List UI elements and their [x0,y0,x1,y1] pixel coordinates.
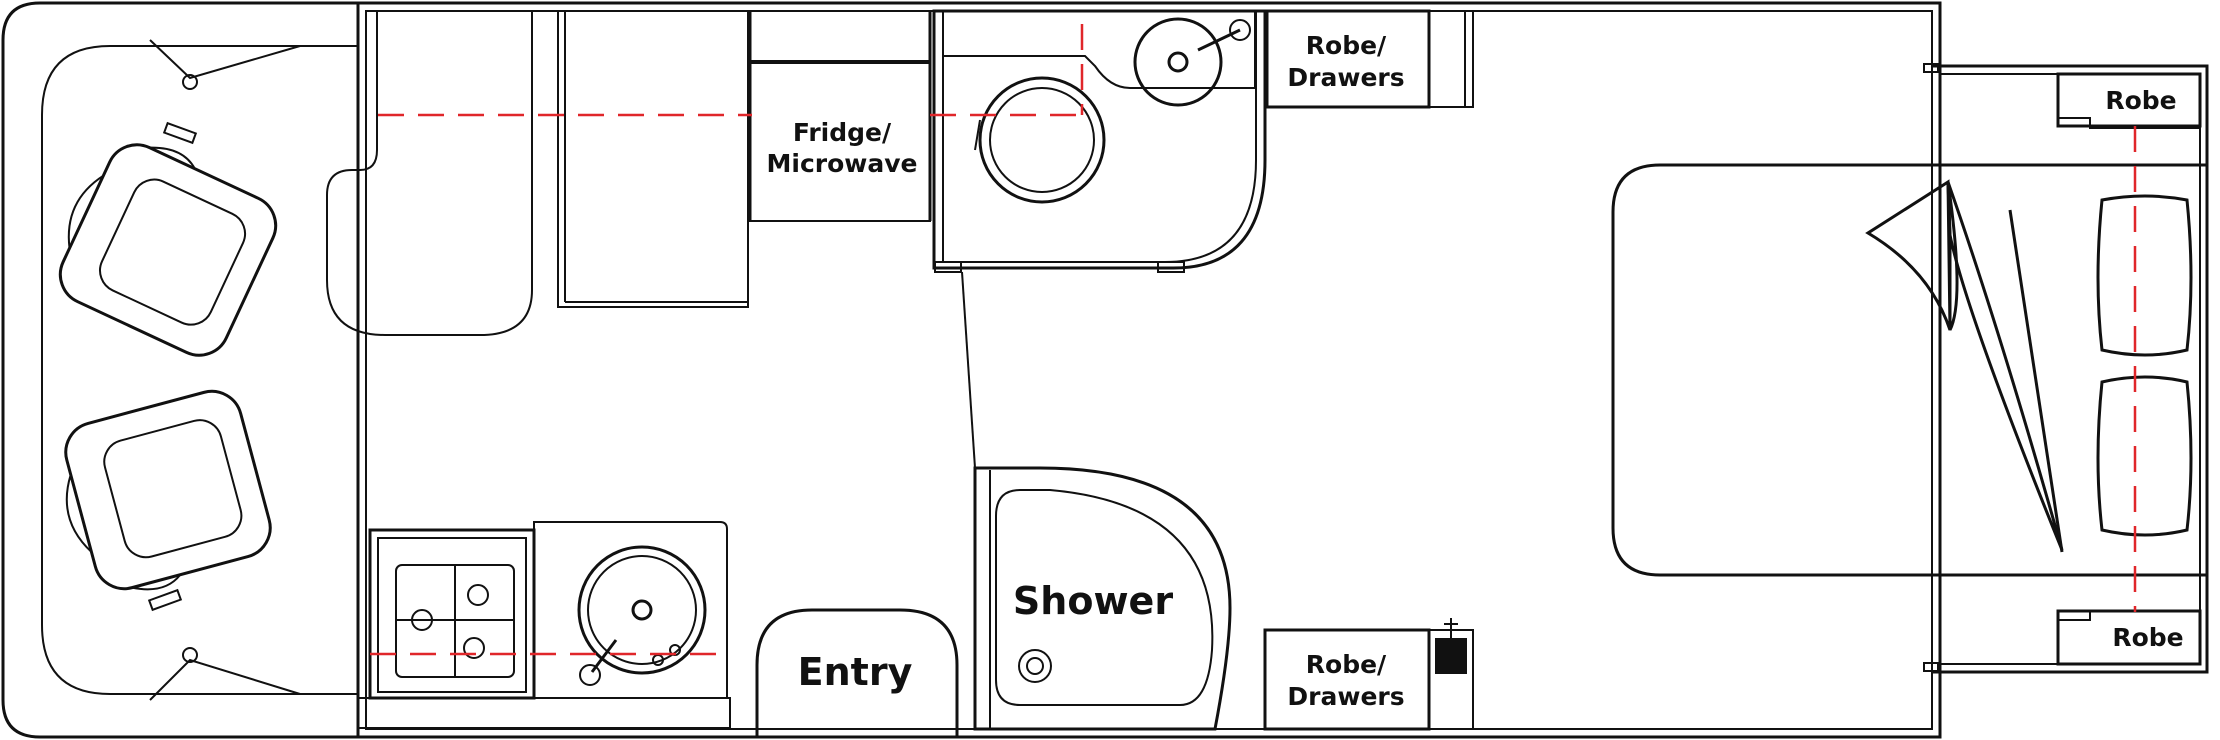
body-outer-wall [356,1,1942,739]
kitchen [356,521,731,737]
fridge-microwave: Fridge/ Microwave [748,10,932,222]
cooktop [368,528,536,700]
fridge-label-line2: Microwave [767,149,918,178]
bed-mattress [1611,163,2209,577]
main-body [356,1,2209,739]
robe-bottom: Robe [2056,609,2202,666]
cab [1,1,360,739]
overhead-cabinet-lines [370,24,2137,656]
entry-label: Entry [798,650,913,694]
passenger-seat [64,389,272,591]
cab-floor [41,45,359,695]
cab-outer-shell [1,1,360,739]
kitchen-sink [577,545,707,686]
bathroom [932,9,1267,273]
entry: Entry [755,608,959,737]
robe-drawers-top: Robe/ Drawers [1265,9,1474,109]
shower-label: Shower [1013,579,1173,623]
robe-drawers-top-line1: Robe/ [1306,31,1387,60]
pillow-bottom [2096,375,2193,537]
fridge-label-line1: Fridge/ [793,118,892,147]
power-outlet [1435,638,1467,674]
vanity-counter [942,10,1256,89]
bed [1611,163,2209,577]
shower: Shower [973,466,1232,731]
toilet [974,76,1106,204]
robe-drawers-bottom-line2: Drawers [1287,682,1404,711]
partition-line [961,271,976,469]
basin [1133,17,1251,107]
robe-drawers-bottom-line1: Robe/ [1306,650,1387,679]
robe-drawers-bottom: Robe/ Drawers [1263,618,1474,731]
dining-table [557,10,749,308]
robe-bottom-label: Robe [2112,623,2183,652]
rear-extension [1932,64,2209,674]
bed-sheet-fold [1946,181,2064,551]
pillow-top [2096,194,2193,357]
robe-drawers-top-line2: Drawers [1287,63,1404,92]
mirror-left [149,39,301,145]
dinette-seat [326,10,533,336]
robe-top: Robe [2056,72,2202,129]
mirror-right [147,588,301,701]
driver-seat [58,143,278,357]
robe-top-label: Robe [2105,86,2176,115]
